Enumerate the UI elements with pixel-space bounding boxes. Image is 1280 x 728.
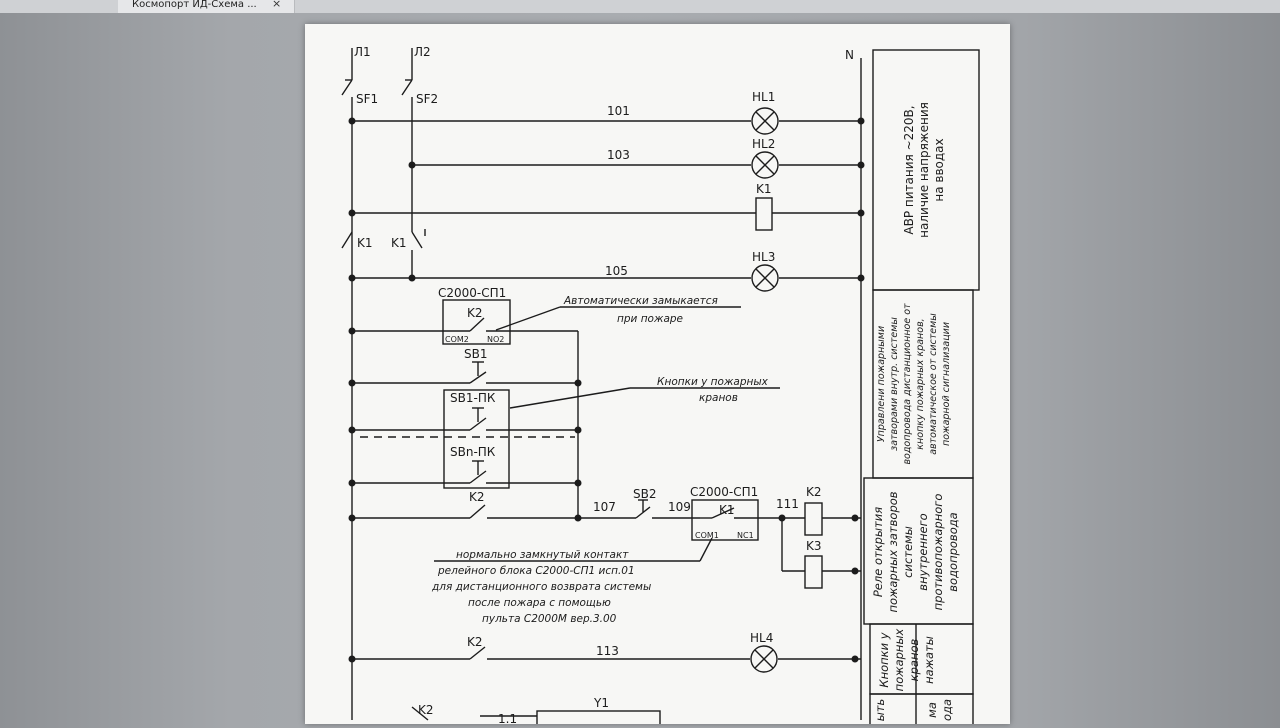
bus-n-label: N [845,48,854,62]
sidebar-relay-line5: противопожарного [931,494,945,611]
relay-block-top [442,299,511,345]
k2-coil [804,502,823,536]
k1-coil-label: K1 [756,182,772,196]
auto-close-note-line1: Автоматически замыкается [563,295,718,307]
sb1-label: SB1 [464,347,487,361]
document-tab-title: Космопорт ИД-Схема ... [132,0,257,10]
wire-103-label: 103 [607,148,630,162]
sidebar-avr-line3: на вводах [932,138,946,201]
hl3-lamp [751,264,779,292]
k3-coil-label: K3 [806,539,822,553]
sidebar-cut2-line2: ода [940,699,954,721]
sb2-label: SB2 [633,487,656,501]
relay-block-top-title: С2000-СП1 [438,286,506,300]
k2-hl4-contact-label: K2 [467,635,483,649]
hl2-lamp [751,151,779,179]
close-tab-icon[interactable]: × [272,0,282,10]
sidebar-buttons-line1: Кнопки у [877,632,891,687]
wire-111-label: 111 [776,497,799,511]
k2-latch-contact-label: K2 [469,490,485,504]
sidebar-control-line6: пожарной сигнализации [941,322,952,446]
sidebar-relay-line6: водопровода [946,512,960,591]
nc-contact-note-line5: пульта С2000М вер.3.00 [482,613,617,625]
sbn-pk-label: SBn-ПК [450,445,496,459]
fire-buttons-note-line2: кранов [699,392,738,404]
hl2-label: HL2 [752,137,775,151]
sidebar-relay-line3: системы [901,526,915,578]
sidebar-cut2-line1: ма [925,702,939,718]
sidebar-control-line4: кнопку пожарных кранов, [915,318,926,449]
sidebar-relay-line4: внутреннего [916,513,930,590]
nc-contact-note-line3: для дистанционного возврата системы [431,581,651,593]
auto-close-note-line2: при пожаре [617,313,683,325]
nc-contact-note-line1: нормально замкнутый контакт [456,549,629,561]
sidebar-buttons-line4: нажаты [922,636,936,684]
fire-buttons-note-line1: Кнопки у пожарных [657,376,769,388]
sf2-breaker [401,79,413,96]
no2-label: NO2 [487,335,504,344]
browser-tab-strip: Космопорт ИД-Схема ... × [0,0,1280,13]
k3-coil [804,555,823,589]
sidebar-cut-label: ыть [873,699,887,722]
nc1-label: NC1 [737,531,754,540]
document-tab[interactable]: Космопорт ИД-Схема ... × [118,0,295,13]
wire-105-label: 105 [605,264,628,278]
k1-contact-left-label: K1 [357,236,373,250]
sb1-pk-label: SB1-ПК [450,391,496,405]
y1-block [536,710,661,728]
sidebar-avr-line1: АВР питания ~220В, [902,105,916,234]
hl3-label: HL3 [752,250,775,264]
hl1-label: HL1 [752,90,775,104]
bus-l2-label: Л2 [414,45,431,59]
k1-contact-nc-left [341,231,353,249]
k2-relay-contact-label: K2 [467,306,483,320]
bus-l1-label: Л1 [354,45,371,59]
hl4-lamp [750,645,778,673]
sidebar-control-line5: автоматическое от системы [928,313,939,455]
wire-113-label: 113 [596,644,619,658]
sidebar-control-line3: водопровода дистанционное от [902,303,913,465]
hl1-lamp [751,107,779,135]
com1-label: COM1 [695,531,719,540]
relay-block-bottom [691,499,759,541]
schematic-sheet: Л1 Л2 N SF1 SF2 101 103 105 107 109 111 … [305,24,1010,728]
sidebar-control-line1: Управлени пожарными [876,326,887,442]
y1-label: Y1 [593,696,609,710]
sidebar-buttons-line3: кранов [907,638,921,681]
electrical-schematic: Л1 Л2 N SF1 SF2 101 103 105 107 109 111 … [341,45,980,728]
wire-101-label: 101 [607,104,630,118]
sidebar-buttons-line2: пожарных [892,628,906,691]
k2-bottom-contact-label: K2 [418,703,434,717]
k1-contact-right [411,231,423,249]
k2-coil-label: K2 [806,485,822,499]
com2-label: COM2 [445,335,469,344]
k1-coil [755,197,773,231]
relay-block-bottom-title: С2000-СП1 [690,485,758,499]
sidebar-avr-line2: наличие напряжения [917,102,931,238]
k1-relay-contact-label: K1 [719,503,735,517]
k1-contact-right-label: K1 [391,236,407,250]
hl4-label: HL4 [750,631,773,645]
sf1-breaker [341,79,353,96]
nc-contact-note-line4: после пожара с помощью [468,597,611,609]
fire-crane-buttons-box [443,389,510,489]
sf1-label: SF1 [356,92,378,106]
sidebar-box-cut [869,693,974,728]
bottom-fragment-label: 1.1 [498,712,517,724]
sidebar-relay-line2: пожарных затворов [886,491,900,612]
sidebar-relay-line1: Реле открытия [871,507,885,597]
wire-109-label: 109 [668,500,691,514]
nc-contact-note-line2: релейного блока С2000-СП1 исп.01 [437,565,635,577]
sf2-label: SF2 [416,92,438,106]
wire-107-label: 107 [593,500,616,514]
sidebar-control-line2: затворами внутр. системы [889,317,900,451]
